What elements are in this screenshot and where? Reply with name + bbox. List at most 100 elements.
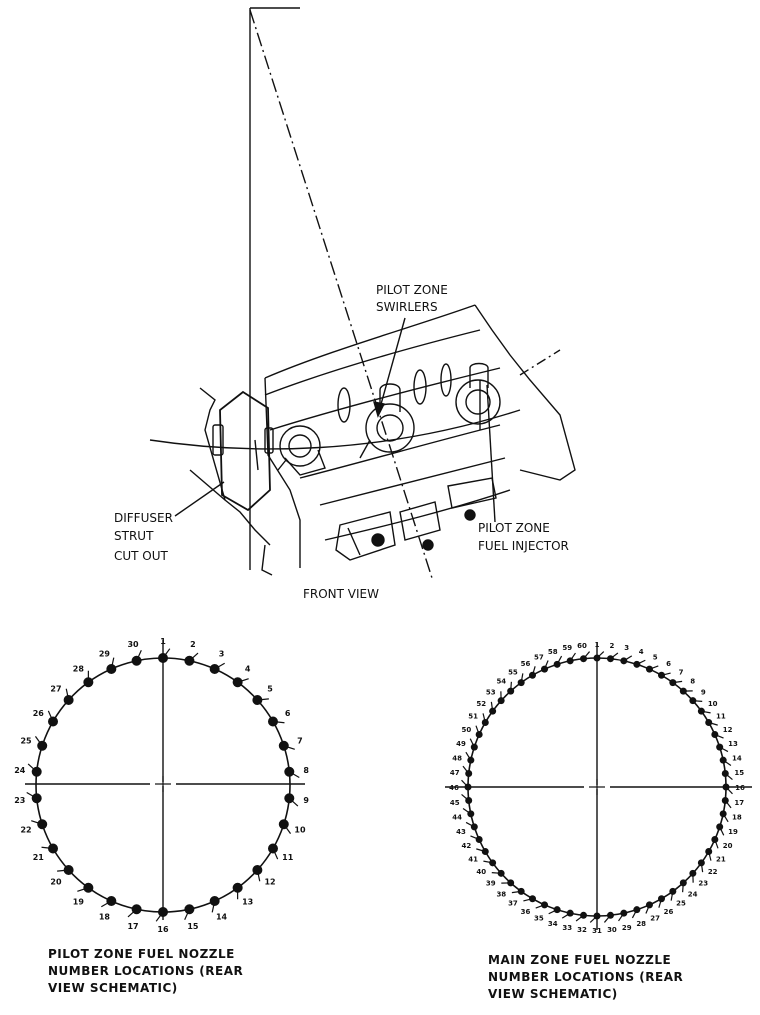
pilot-nozzle-label-28: 28 — [73, 665, 85, 674]
main-nozzle-label-24: 24 — [688, 890, 698, 898]
strut-label-line3: CUT OUT — [114, 549, 169, 563]
swirler-center — [359, 383, 415, 459]
pilot-nozzle-label-9: 9 — [303, 796, 309, 805]
main-nozzle-label-53: 53 — [486, 688, 496, 696]
main-nozzle-10 — [697, 707, 705, 715]
pilot-nozzle-label-27: 27 — [50, 685, 61, 694]
main-nozzle-33 — [566, 909, 574, 917]
pilot-nozzle-30 — [131, 655, 142, 666]
pilot-nozzle-12 — [252, 864, 263, 875]
main-nozzle-55 — [517, 679, 525, 687]
main-nozzle-label-41: 41 — [468, 856, 478, 864]
pilot-nozzle-3 — [209, 663, 220, 674]
main-nozzle-16 — [722, 783, 730, 791]
pilot-nozzle-2 — [184, 655, 195, 666]
main-nozzle-label-18: 18 — [732, 814, 742, 822]
pilot-nozzle-label-15: 15 — [187, 922, 199, 931]
main-nozzle-38 — [507, 879, 515, 887]
pilot-nozzle-label-13: 13 — [242, 897, 253, 906]
pilot-nozzle-29 — [106, 663, 117, 674]
main-nozzle-43 — [470, 823, 478, 831]
main-nozzle-label-26: 26 — [664, 908, 674, 916]
main-nozzle-label-39: 39 — [486, 880, 496, 888]
leader-swirlers — [377, 317, 406, 416]
main-nozzle-5 — [645, 665, 653, 673]
pilot-nozzle-8 — [284, 766, 295, 777]
strut-clip-2 — [264, 427, 274, 454]
pilot-nozzle-5 — [252, 695, 263, 706]
main-nozzle-label-16: 16 — [735, 784, 745, 792]
pilot-nozzle-21 — [48, 843, 59, 854]
pilot-nozzle-23 — [31, 793, 42, 804]
main-nozzle-label-15: 15 — [734, 769, 744, 777]
leader-injector — [486, 384, 496, 523]
liner-right-end — [474, 304, 576, 481]
main-nozzle-label-46: 46 — [449, 784, 459, 792]
pilot-nozzle-15 — [184, 904, 195, 915]
pilot-nozzle-13 — [232, 882, 243, 893]
pilot-nozzle-label-21: 21 — [33, 853, 45, 862]
main-nozzle-57 — [541, 665, 549, 673]
pilot-nozzle-label-14: 14 — [216, 913, 228, 922]
pilot-nozzle-label-12: 12 — [264, 877, 275, 886]
main-nozzle-label-51: 51 — [468, 713, 478, 721]
main-nozzle-13 — [716, 743, 724, 751]
pilot-nozzle-label-22: 22 — [20, 825, 31, 834]
pilot-caption-line3: VIEW SCHEMATIC) — [48, 981, 178, 995]
pilot-nozzle-9 — [284, 793, 295, 804]
liner-base-arc — [324, 489, 511, 541]
main-nozzle-label-38: 38 — [496, 890, 506, 898]
pilot-nozzle-label-17: 17 — [127, 922, 138, 931]
main-nozzle-56 — [529, 671, 536, 679]
main-nozzle-label-47: 47 — [450, 769, 460, 777]
liner-bottom-arc — [319, 457, 506, 506]
main-nozzle-label-43: 43 — [456, 828, 466, 836]
main-nozzle-48 — [467, 756, 475, 764]
left-housing-2 — [189, 469, 226, 501]
main-nozzle-label-19: 19 — [728, 828, 738, 836]
main-nozzle-label-3: 3 — [624, 644, 629, 652]
main-nozzle-label-20: 20 — [723, 842, 733, 850]
liner-left-end — [264, 377, 301, 568]
main-nozzle-label-27: 27 — [650, 915, 660, 923]
pilot-nozzle-18 — [106, 896, 117, 907]
main-nozzle-47 — [465, 770, 473, 778]
main-caption-line2: NUMBER LOCATIONS (REAR — [488, 970, 683, 984]
pilot-nozzle-4 — [232, 677, 243, 688]
pilot-nozzle-label-16: 16 — [157, 925, 169, 934]
main-nozzle-52 — [489, 707, 497, 715]
swirlers-label-line1: PILOT ZONE — [376, 283, 448, 297]
main-nozzle-label-30: 30 — [607, 926, 617, 934]
main-nozzle-37 — [517, 887, 525, 895]
pilot-nozzle-label-23: 23 — [14, 796, 25, 805]
main-nozzle-24 — [679, 879, 687, 887]
swirlers-label-line2: SWIRLERS — [376, 300, 438, 314]
pilot-nozzle-19 — [83, 882, 94, 893]
pilot-nozzle-label-3: 3 — [219, 649, 225, 658]
pilot-nozzle-label-20: 20 — [50, 877, 62, 886]
main-nozzle-label-9: 9 — [701, 688, 706, 696]
main-nozzle-label-48: 48 — [452, 754, 462, 762]
main-nozzle-28 — [633, 906, 641, 914]
pilot-nozzle-label-1: 1 — [160, 637, 166, 646]
main-nozzle-label-13: 13 — [728, 740, 738, 748]
pilot-nozzle-label-4: 4 — [245, 665, 251, 674]
main-nozzle-label-42: 42 — [461, 842, 471, 850]
pilot-nozzle-7 — [278, 740, 289, 751]
main-nozzle-44 — [467, 810, 475, 818]
pilot-nozzle-label-7: 7 — [297, 737, 303, 746]
main-nozzle-45 — [465, 796, 473, 804]
main-nozzle-25 — [669, 887, 677, 895]
main-nozzle-label-54: 54 — [496, 678, 506, 686]
main-nozzle-59 — [566, 657, 574, 665]
main-nozzle-label-40: 40 — [476, 868, 486, 876]
left-housing — [199, 387, 271, 546]
main-nozzle-31 — [593, 912, 601, 920]
main-nozzle-label-5: 5 — [653, 653, 658, 661]
pilot-caption-line2: NUMBER LOCATIONS (REAR — [48, 964, 243, 978]
main-nozzle-label-8: 8 — [690, 678, 695, 686]
